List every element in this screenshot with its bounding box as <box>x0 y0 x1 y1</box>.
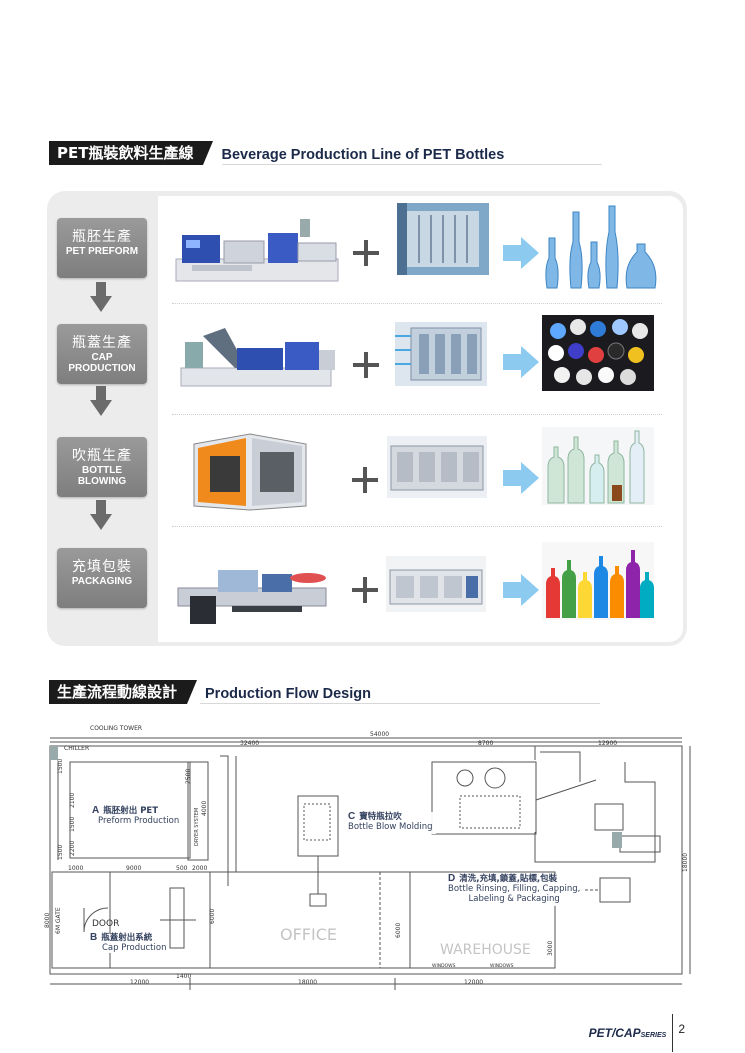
section-heading-beverage: PET瓶裝飲料生產線 Beverage Production Line of P… <box>49 141 504 165</box>
dim-2000: 2000 <box>192 865 207 872</box>
bottle-caps-image <box>542 315 654 391</box>
cap-mold-image <box>395 322 487 386</box>
section-heading-flow: 生產流程動線設計 Production Flow Design <box>49 680 371 704</box>
preform-mold-image <box>397 203 489 275</box>
brand-logo: PET/CAPSERIES <box>588 1026 667 1040</box>
pet-preforms-image <box>545 205 657 289</box>
down-arrow-icon <box>90 282 112 312</box>
page-footer: PET/CAPSERIES 2 <box>589 1014 685 1052</box>
section-tag: 生產流程動線設計 <box>49 680 198 704</box>
stage-cap-production: 瓶蓋生產 CAP PRODUCTION <box>57 324 147 384</box>
blow-molding-machine-image <box>193 433 307 511</box>
footer-divider <box>672 1014 674 1052</box>
dim-500: 500 <box>176 865 188 872</box>
label-warehouse: WAREHOUSE <box>440 942 531 958</box>
dim-12900: 12900 <box>598 740 617 747</box>
dim-18000-bottom: 18000 <box>298 979 317 986</box>
dim-18000-vertical: 18000 <box>682 853 689 872</box>
label-6m-gate: 6M GATE <box>55 907 62 934</box>
floor-plan-drawing: COOLING TOWER CHILLER 54000 32400 8700 1… <box>44 725 691 990</box>
plus-icon <box>353 352 379 378</box>
dim-6000: 6000 <box>209 909 216 924</box>
dim-1500: 1500 <box>69 817 76 832</box>
pet-bottles-image <box>542 427 654 505</box>
dim-8700: 8700 <box>478 740 493 747</box>
dim-1000: 1000 <box>68 865 83 872</box>
stage-bottle-blowing: 吹瓶生產 BOTTLE BLOWING <box>57 437 147 497</box>
dim-1400: 1400 <box>176 973 191 980</box>
dim-3000: 3000 <box>547 941 554 956</box>
packaging-line-image <box>386 556 486 612</box>
label-cooling-tower: COOLING TOWER <box>90 725 142 732</box>
label-windows: WINDOWS <box>490 963 514 969</box>
down-arrow-icon <box>90 500 112 530</box>
dim-12000-left: 12000 <box>130 979 149 986</box>
section-title: Production Flow Design <box>205 686 371 702</box>
label-dryer-system: DRYER SYSTEM <box>194 808 200 846</box>
row-divider <box>172 526 662 527</box>
dim-6000: 6000 <box>395 923 402 938</box>
label-door: DOOR <box>92 919 119 929</box>
row-divider <box>172 303 662 304</box>
divider <box>222 164 602 165</box>
dim-12000-right: 12000 <box>464 979 483 986</box>
stage-packaging: 充填包裝 PACKAGING <box>57 548 147 608</box>
arrow-right-icon <box>503 346 539 378</box>
plus-icon <box>352 577 378 603</box>
dim-2100: 2100 <box>69 793 76 808</box>
blowing-line-image <box>387 436 487 498</box>
dim-54000: 54000 <box>370 731 389 738</box>
divider <box>200 703 600 704</box>
floor-plan: COOLING TOWER CHILLER 54000 32400 8700 1… <box>40 712 696 1007</box>
filling-machine-image <box>177 570 327 624</box>
bottled-beverages-image <box>542 542 654 620</box>
dim-8000: 8000 <box>44 913 51 928</box>
row-divider <box>172 414 662 415</box>
down-arrow-icon <box>90 386 112 416</box>
label-office: OFFICE <box>280 925 337 944</box>
dim-9000: 9000 <box>126 865 141 872</box>
arrow-right-icon <box>503 237 539 269</box>
stage-pet-preform: 瓶胚生產 PET PREFORM <box>57 218 147 278</box>
dim-2500: 2500 <box>185 769 192 784</box>
plus-icon <box>353 240 379 266</box>
cap-molding-machine-image <box>180 328 335 387</box>
dim-32400: 32400 <box>240 740 259 747</box>
dim-1500: 1500 <box>57 845 64 860</box>
plus-icon <box>352 467 378 493</box>
injection-molding-machine-image <box>175 219 339 282</box>
arrow-right-icon <box>503 574 539 606</box>
label-windows: WINDOWS <box>432 963 456 969</box>
dim-1500: 1500 <box>57 759 64 774</box>
arrow-right-icon <box>503 462 539 494</box>
page-number: 2 <box>678 1022 685 1036</box>
dim-2200: 2200 <box>69 841 76 856</box>
section-title: Beverage Production Line of PET Bottles <box>221 147 505 163</box>
label-chiller: CHILLER <box>64 745 89 752</box>
dim-4000: 4000 <box>201 801 208 816</box>
section-tag: PET瓶裝飲料生產線 <box>49 141 215 165</box>
